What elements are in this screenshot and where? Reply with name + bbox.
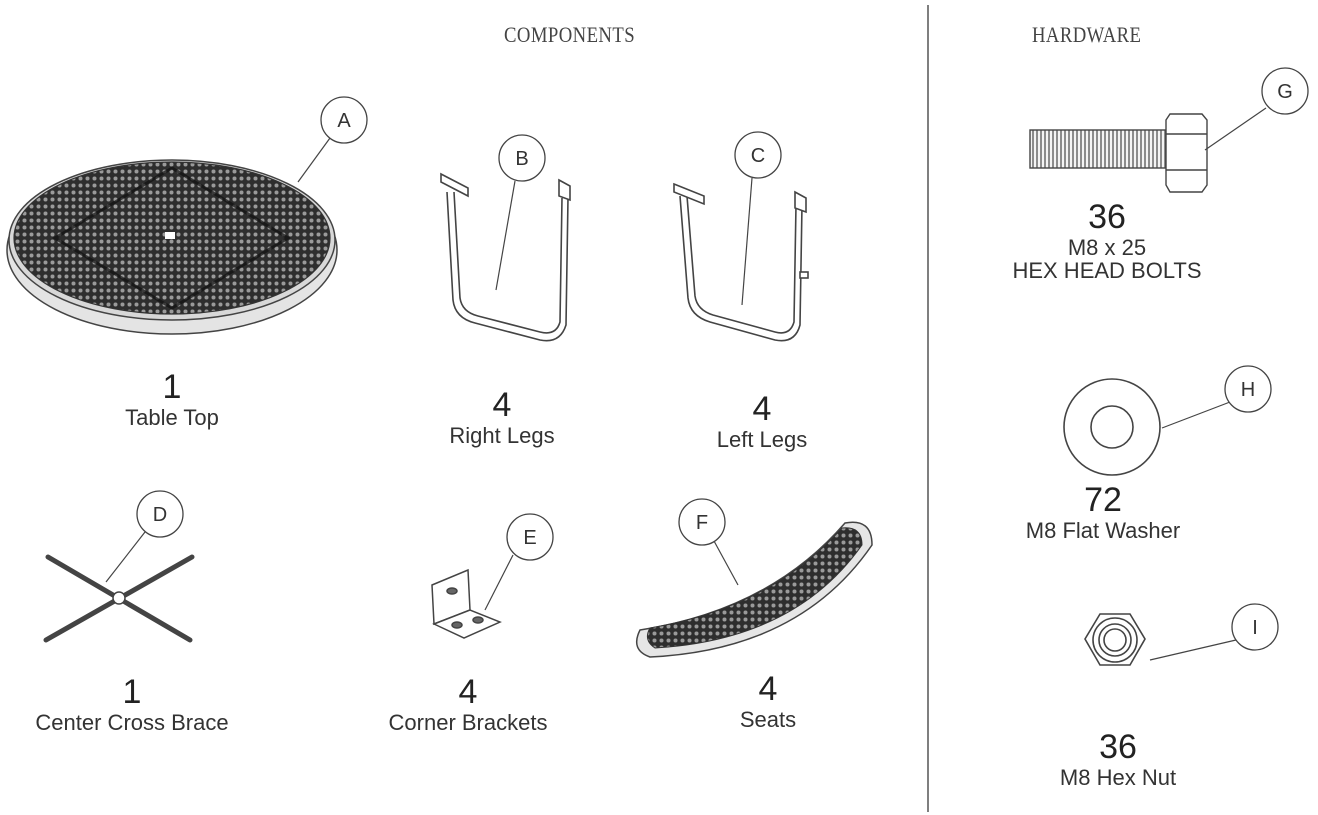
callout-letter-a: A bbox=[337, 110, 351, 132]
callout-c: C bbox=[734, 131, 782, 306]
callout-letter-e: E bbox=[523, 527, 536, 549]
callout-f: F bbox=[678, 498, 739, 586]
part-spec: M8 x 25 bbox=[1067, 234, 1147, 260]
part-label-right-legs: 4 Right Legs bbox=[449, 386, 555, 448]
part-qty: 36 bbox=[1099, 728, 1137, 766]
hardware-heading: HARDWARE bbox=[1032, 22, 1142, 47]
right-leg-drawing bbox=[440, 172, 571, 342]
callout-letter-c: C bbox=[751, 145, 765, 167]
part-label-table-top: 1 Table Top bbox=[125, 368, 219, 430]
components-heading: COMPONENTS bbox=[504, 22, 636, 47]
part-qty: 72 bbox=[1084, 481, 1122, 519]
callout-a: A bbox=[297, 96, 368, 183]
callout-letter-i: I bbox=[1252, 617, 1258, 639]
seat-drawing bbox=[635, 521, 873, 658]
part-qty: 1 bbox=[122, 673, 142, 711]
part-name: Corner Brackets bbox=[388, 709, 548, 735]
part-name: Table Top bbox=[125, 404, 219, 430]
hex-bolt-drawing bbox=[1029, 113, 1208, 193]
part-label-center-cross-brace: 1 Center Cross Brace bbox=[35, 673, 229, 735]
callout-g: G bbox=[1204, 67, 1309, 151]
callout-i: I bbox=[1149, 603, 1279, 661]
part-qty: 1 bbox=[162, 368, 182, 406]
callout-letter-h: H bbox=[1241, 379, 1255, 401]
callout-letter-g: G bbox=[1277, 81, 1293, 103]
part-name: Right Legs bbox=[449, 422, 555, 448]
hex-nut-drawing bbox=[1084, 613, 1146, 666]
left-leg-drawing bbox=[673, 182, 809, 342]
part-label-left-legs: 4 Left Legs bbox=[716, 390, 808, 452]
part-name: HEX HEAD BOLTS bbox=[1012, 257, 1202, 283]
part-qty: 4 bbox=[492, 386, 512, 424]
part-name: Seats bbox=[739, 706, 797, 732]
callout-letter-b: B bbox=[515, 148, 528, 170]
part-label-hex-nut: 36 M8 Hex Nut bbox=[1059, 728, 1177, 790]
part-label-flat-washer: 72 M8 Flat Washer bbox=[1025, 481, 1181, 543]
part-name: Left Legs bbox=[716, 426, 808, 452]
part-label-corner-brackets: 4 Corner Brackets bbox=[388, 673, 548, 735]
part-name: M8 Flat Washer bbox=[1025, 517, 1181, 543]
part-name: Center Cross Brace bbox=[35, 709, 229, 735]
part-qty: 4 bbox=[758, 670, 778, 708]
part-qty: 4 bbox=[752, 390, 772, 428]
flat-washer-drawing bbox=[1063, 378, 1161, 476]
callout-b: B bbox=[495, 134, 546, 291]
part-label-seats: 4 Seats bbox=[739, 670, 797, 732]
part-qty: 36 bbox=[1088, 198, 1126, 236]
cross-brace-drawing bbox=[43, 554, 195, 643]
callout-h: H bbox=[1161, 365, 1272, 429]
callout-letter-f: F bbox=[696, 512, 708, 534]
callout-letter-d: D bbox=[153, 504, 167, 526]
callout-e: E bbox=[484, 513, 554, 611]
part-label-hex-head-bolts: 36 M8 x 25 HEX HEAD BOLTS bbox=[1012, 198, 1202, 283]
corner-bracket-drawing bbox=[431, 568, 502, 639]
part-qty: 4 bbox=[458, 673, 478, 711]
part-name: M8 Hex Nut bbox=[1059, 764, 1177, 790]
callout-d: D bbox=[105, 490, 184, 583]
table-top-drawing bbox=[6, 159, 338, 335]
